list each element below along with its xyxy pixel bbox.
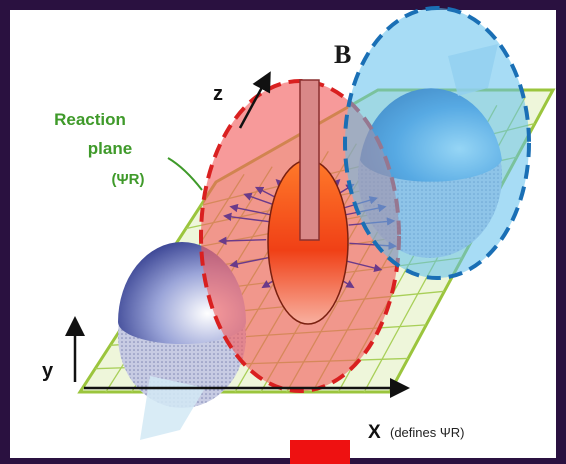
reaction-plane-leader — [167, 157, 203, 191]
b-field-label: B — [334, 40, 351, 69]
small-red-marker — [290, 440, 350, 464]
x-axis-note: (defines ΨR) — [390, 425, 464, 440]
blue-overlay-ellipse — [343, 6, 531, 280]
reaction-plane-label-line2: plane — [88, 139, 132, 158]
x-axis-label: X — [368, 422, 381, 443]
axes — [65, 71, 410, 398]
flow-arrow — [342, 259, 383, 273]
z-axis-label: z — [213, 83, 223, 105]
z-axis-arrow — [238, 71, 271, 129]
reaction-plane-label-line3: (ΨR) — [112, 171, 145, 188]
magnetic-field-rod — [299, 79, 320, 241]
flow-arrow — [229, 256, 272, 269]
flow-arrow — [218, 236, 267, 246]
flow-arrow — [223, 212, 269, 223]
y-axis-label: y — [42, 360, 54, 382]
flow-arrow — [229, 203, 272, 216]
reaction-plane-label-line1: Reaction — [54, 110, 126, 129]
